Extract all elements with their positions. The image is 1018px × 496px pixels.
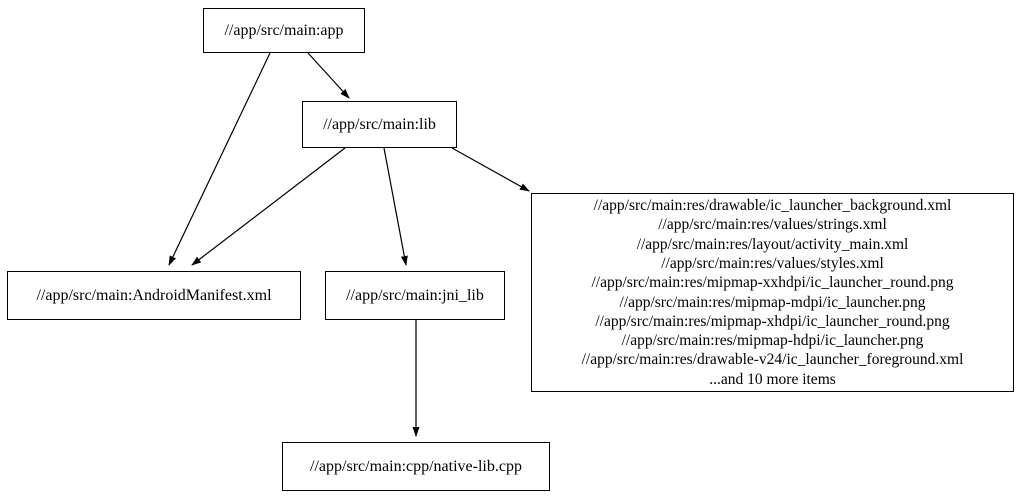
edge-lib-jni-lib [383,147,408,266]
edge-app-manifest [168,52,271,266]
node-lib: //app/src/main:lib [302,101,457,148]
node-app: //app/src/main:app [203,8,365,53]
resource-line: //app/src/main:res/mipmap-xxhdpi/ic_laun… [591,274,954,292]
resource-line: //app/src/main:res/drawable-v24/ic_launc… [581,351,964,369]
node-native-lib-cpp-label: //app/src/main:cpp/native-lib.cpp [310,458,522,475]
node-jni-lib-label: //app/src/main:jni_lib [346,287,484,304]
resource-line: //app/src/main:res/drawable/ic_launcher_… [593,197,952,215]
edge-lib-manifest [191,147,346,266]
node-lib-label: //app/src/main:lib [323,116,436,133]
node-android-manifest: //app/src/main:AndroidManifest.xml [7,271,301,320]
resource-line: //app/src/main:res/values/styles.xml [661,254,884,272]
node-app-label: //app/src/main:app [224,22,344,39]
node-jni-lib: //app/src/main:jni_lib [325,271,505,320]
edge-lib-resources [451,147,530,192]
node-resources: //app/src/main:res/drawable/ic_launcher_… [531,193,1014,392]
resource-line: //app/src/main:res/values/strings.xml [658,216,887,234]
resource-line: //app/src/main:res/mipmap-xhdpi/ic_launc… [595,312,950,330]
resource-line: //app/src/main:res/layout/activity_main.… [636,235,909,253]
resource-line: ...and 10 more items [709,370,836,388]
node-android-manifest-label: //app/src/main:AndroidManifest.xml [36,287,272,304]
node-native-lib-cpp: //app/src/main:cpp/native-lib.cpp [282,442,550,491]
edge-app-lib [307,52,350,99]
resource-line: //app/src/main:res/mipmap-hdpi/ic_launch… [621,332,924,350]
resource-line: //app/src/main:res/mipmap-mdpi/ic_launch… [619,293,926,311]
